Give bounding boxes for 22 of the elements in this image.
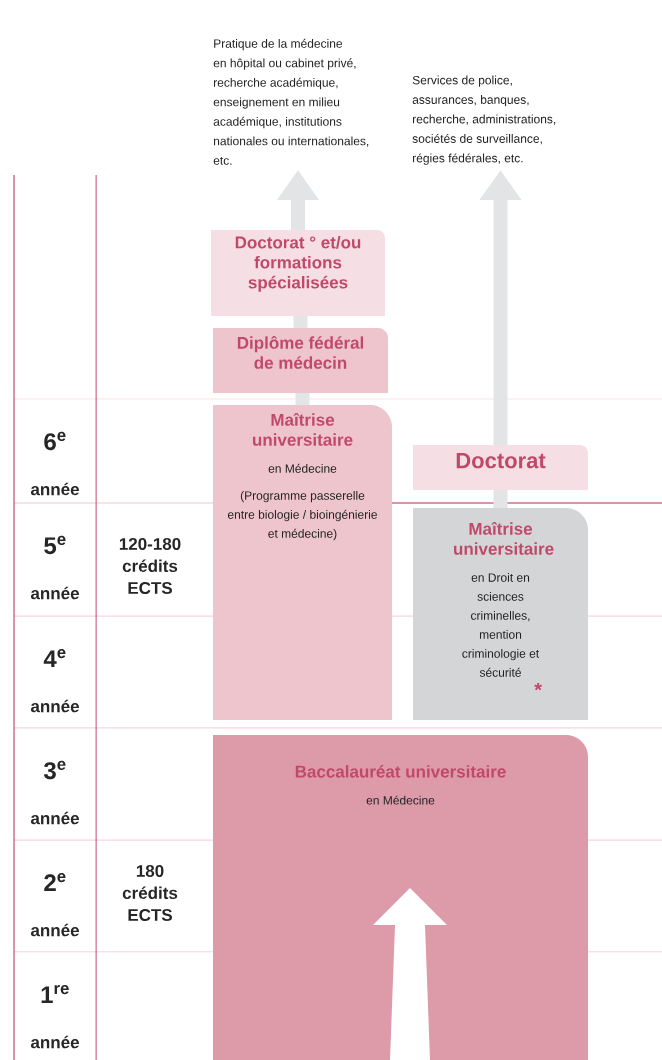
- year-number: 1$^{re}$: [41, 984, 69, 1004]
- career-text: Services de police, assurances, banques, recherche, administrations, sociétés de surveillance, régies fédérales, etc.: [412, 75, 556, 165]
- degree-box: Doctorat ° et/ou formations spécialisées: [211, 230, 385, 316]
- degree-box: Diplôme fédéral de médecin: [213, 328, 388, 393]
- credits-label: 180 crédits ECTS: [122, 865, 178, 921]
- year-number: 2$^{e}$: [44, 872, 66, 892]
- year-label: année: [30, 586, 79, 600]
- year-number: 4$^{e}$: [43, 648, 66, 668]
- career-text: Pratique de la médecine en hôpital ou cabinet privé, recherche académique, enseignement en milieu académique, institutions nationales ou internationales, etc.: [213, 38, 369, 165]
- year-label: année: [30, 811, 79, 825]
- year-label: année: [30, 1035, 79, 1049]
- degree-box: Baccalauréat universitaire en Médecine: [213, 735, 588, 1060]
- degree-box: Doctorat: [413, 445, 588, 490]
- year-number: 6$^{e}$: [44, 431, 66, 451]
- year-label: année: [30, 923, 79, 937]
- year-label: année: [30, 699, 79, 713]
- year-label: année: [30, 482, 79, 496]
- year-number: 3$^{e}$: [43, 760, 66, 780]
- credits-label: 120-180 crédits ECTS: [119, 537, 181, 594]
- year-number: 5$^{e}$: [44, 535, 66, 555]
- degree-box: Maîtrise universitaire en Médecine (Programme passerelle entre biologie / bioingénierie et médecine): [213, 405, 392, 720]
- degree-box: Maîtrise universitaire en Droit en sciences criminelles, mention criminologie et sécurité *: [413, 508, 588, 720]
